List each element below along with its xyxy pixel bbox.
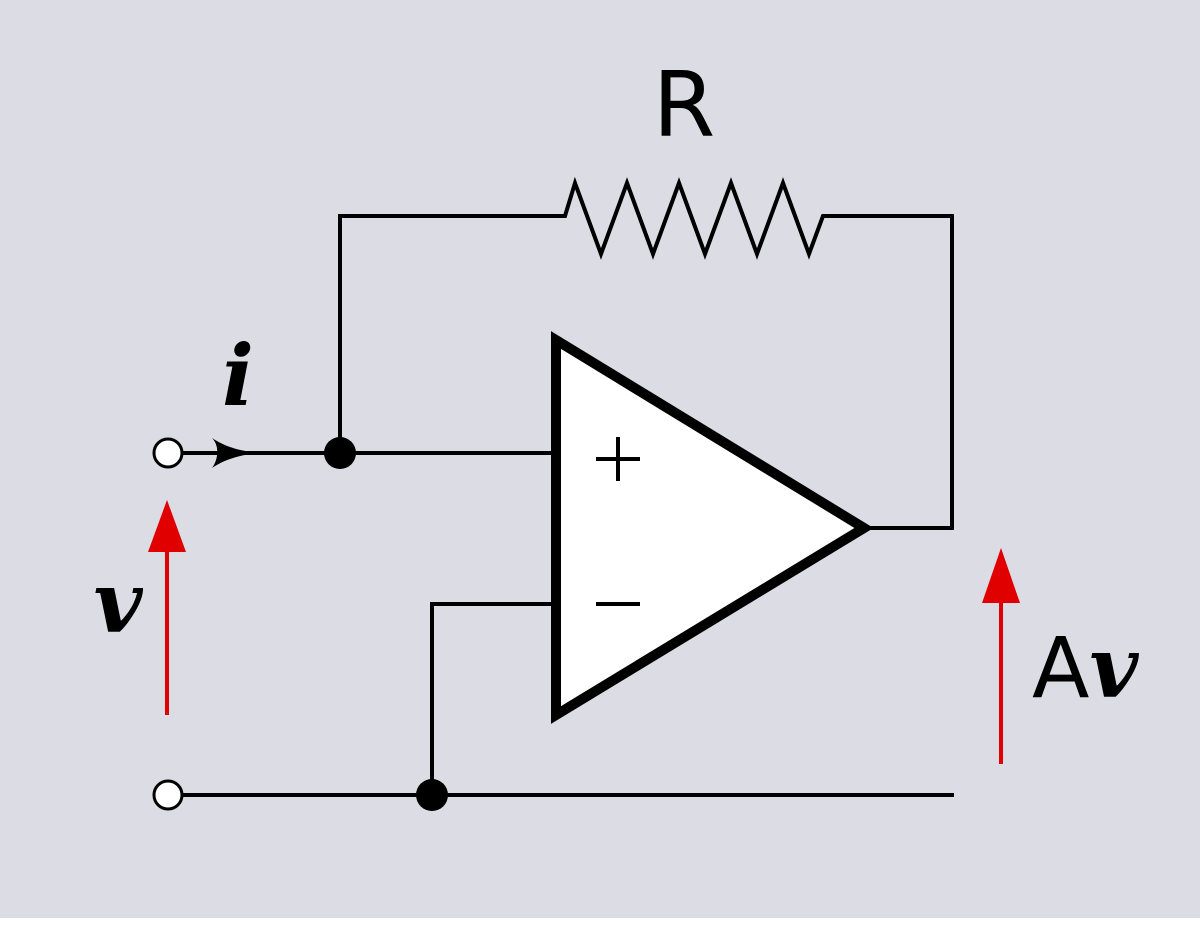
current-arrow-icon (212, 438, 260, 468)
output-voltage-var: v (1089, 618, 1139, 717)
input-terminal-top (152, 437, 184, 469)
junction-dot-bottom (416, 779, 448, 811)
resistor-r (553, 176, 835, 260)
feedback-wire-left (338, 214, 562, 455)
junction-dot-top (324, 437, 356, 469)
output-voltage-gain: A (1032, 619, 1089, 717)
input-voltage-arrow-icon (148, 500, 186, 715)
output-voltage-label: Av (1032, 618, 1139, 717)
inverting-input-wire (430, 602, 558, 797)
resistor-label: R (653, 53, 716, 158)
current-label: i (222, 326, 254, 425)
input-terminal-bottom (152, 779, 184, 811)
feedback-wire-right (826, 214, 954, 530)
output-voltage-arrow-icon (982, 548, 1020, 764)
input-voltage-label: v (94, 553, 144, 652)
op-amp-triangle (551, 331, 874, 724)
plus-sign-icon (596, 437, 640, 481)
